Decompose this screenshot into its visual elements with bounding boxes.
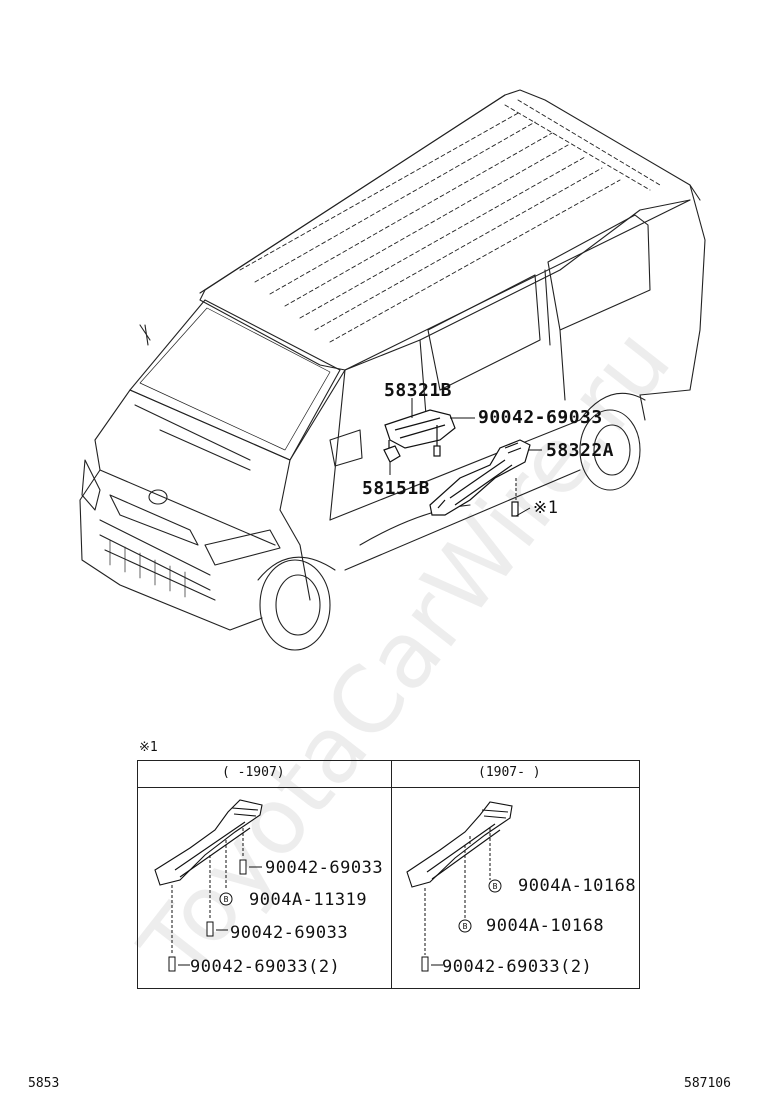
left-part-label-2[interactable]: 9004A-11319 <box>249 890 368 910</box>
left-part-label-3[interactable]: 90042-69033 <box>230 923 349 943</box>
footer-right-code: 587106 <box>684 1076 731 1091</box>
part-label-90042-69033-top[interactable]: 90042-69033 <box>478 407 603 428</box>
table-note-mark: ※1 <box>139 740 158 755</box>
variant-table <box>137 760 640 989</box>
b-letter-left: B <box>224 895 229 904</box>
left-part-label-4[interactable]: 90042-69033(2) <box>190 957 341 977</box>
table-divider-horizontal <box>138 787 639 788</box>
right-part-label-2[interactable]: 9004A-10168 <box>486 916 605 936</box>
table-header-right: (1907- ) <box>478 765 541 780</box>
b-marker-right-1 <box>488 879 502 893</box>
b-marker-left <box>219 892 233 906</box>
b-letter-right-1: B <box>493 882 498 891</box>
right-part-label-3[interactable]: 90042-69033(2) <box>442 957 593 977</box>
table-header-left: ( -1907) <box>222 765 285 780</box>
reference-mark-1: ※1 <box>533 498 559 518</box>
part-label-58151B[interactable]: 58151B <box>362 478 431 499</box>
left-part-label-1[interactable]: 90042-69033 <box>265 858 384 878</box>
b-marker-right-2 <box>458 919 472 933</box>
footer-left-code: 5853 <box>28 1076 60 1091</box>
part-label-58321B[interactable]: 58321B <box>384 380 453 401</box>
right-part-label-1[interactable]: 9004A-10168 <box>518 876 637 896</box>
part-label-58322A[interactable]: 58322A <box>546 440 615 461</box>
b-letter-right-2: B <box>463 922 468 931</box>
table-divider-vertical <box>391 761 392 988</box>
